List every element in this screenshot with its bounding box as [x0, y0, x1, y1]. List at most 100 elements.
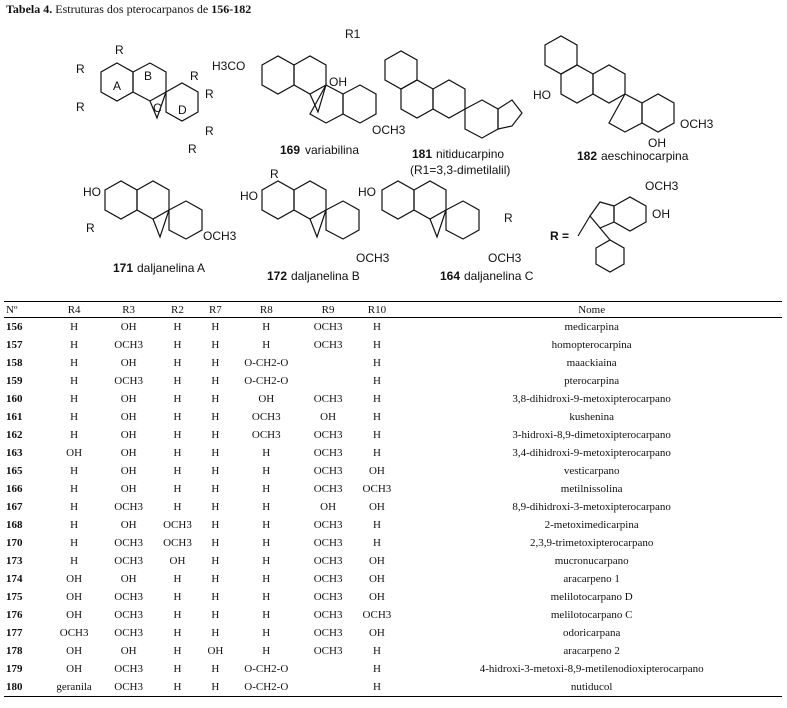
cell-r7: H	[211, 609, 220, 621]
cell-name: aracarpeno 2	[563, 645, 620, 657]
cell-name: 2,3,9-trimetoxipterocarpano	[529, 537, 654, 549]
cell-r3: OCH3	[114, 537, 144, 549]
cell-r4: OH	[66, 645, 83, 657]
cell-no: 160	[6, 393, 23, 405]
cell-r8: H	[262, 339, 271, 351]
cell-r8: H	[262, 555, 271, 567]
cell-r2: H	[173, 429, 182, 441]
cell-no: 167	[6, 501, 23, 513]
header-r9: R9	[303, 302, 353, 318]
cell-r2: H	[173, 339, 182, 351]
cell-r9: OCH3	[313, 555, 343, 567]
compound-164-number: 164	[440, 269, 460, 283]
cell-name: melilotocarpano C	[550, 609, 633, 621]
cell-no: 175	[6, 591, 23, 603]
cell-no: 170	[6, 537, 23, 549]
cell-r2: H	[153, 678, 202, 697]
cell-r3: OH	[120, 357, 137, 369]
sub-164-och3: OCH3	[488, 251, 522, 265]
cell-r9: OCH3	[313, 573, 343, 585]
cell-r8: H	[262, 645, 271, 657]
cell-r3: OCH3	[114, 591, 144, 603]
label-r2: R	[76, 100, 85, 114]
cell-r7: H	[201, 678, 229, 697]
cell-r9: OCH3	[313, 483, 343, 495]
cell-no: 173	[6, 555, 23, 567]
table-caption: Tabela 4. Estruturas dos pterocarpanos d…	[6, 2, 251, 17]
cell-r3: OH	[120, 321, 137, 333]
cell-r2: H	[173, 663, 182, 675]
cell-r2: H	[173, 645, 182, 657]
sub-171-r: R	[86, 221, 95, 235]
compound-169-name: variabilina	[305, 143, 359, 157]
cell-r3: OH	[120, 645, 137, 657]
cell-r10: OCH3	[362, 609, 392, 621]
cell-r8: OCH3	[251, 411, 281, 423]
cell-r9: OCH3	[313, 627, 343, 639]
sub-171-ho: HO	[83, 185, 101, 199]
cell-name: mucronucarpano	[554, 555, 629, 567]
cell-r7: H	[211, 663, 220, 675]
sub-164-ho: HO	[358, 185, 376, 199]
header-r8: R8	[228, 302, 304, 318]
cell-r9: OCH3	[313, 609, 343, 621]
cell-r2: H	[173, 573, 182, 585]
cell-r10: H	[372, 447, 381, 459]
cell-r2: H	[173, 501, 182, 513]
cell-r9	[303, 678, 353, 697]
cell-r7: H	[211, 519, 220, 531]
cell-r8: H	[262, 465, 271, 477]
cell-r10: H	[372, 357, 381, 369]
cell-r2: H	[173, 609, 182, 621]
ring-b: B	[144, 69, 152, 83]
compound-182-name: aeschinocarpina	[601, 149, 689, 163]
cell-r3: OH	[120, 573, 137, 585]
cell-no: 162	[6, 429, 23, 441]
cell-r3: OCH3	[114, 375, 144, 387]
cell-r2: H	[173, 627, 182, 639]
cell-name: 2-metoximedicarpina	[544, 519, 639, 531]
compound-171-name: daljanelina A	[137, 261, 205, 275]
cell-r4: H	[70, 411, 79, 423]
cell-no: 161	[6, 411, 23, 423]
skeleton-169	[261, 55, 377, 124]
cell-r7: H	[211, 573, 220, 585]
cell-r2: H	[173, 483, 182, 495]
cell-r10: H	[372, 519, 381, 531]
cell-name: homopterocarpina	[551, 339, 632, 351]
cell-r4: H	[70, 357, 79, 369]
cell-no: 176	[6, 609, 23, 621]
cell-r10: H	[372, 393, 381, 405]
cell-r10: H	[372, 411, 381, 423]
header-no: Nº	[4, 302, 44, 318]
compound-181-number: 181	[412, 147, 432, 161]
cell-r3: OH	[120, 465, 137, 477]
sub-172-r: R	[270, 167, 279, 181]
label-r10: R	[188, 142, 197, 156]
label-r4: R	[115, 43, 124, 57]
cell-r4: H	[70, 555, 79, 567]
cell-r10: OH	[368, 465, 385, 477]
cell-r8: H	[262, 321, 271, 333]
cell-no: 168	[6, 519, 23, 531]
cell-r10: H	[372, 321, 381, 333]
compound-181-name: nitiducarpino	[436, 147, 504, 161]
cell-r2: H	[173, 393, 182, 405]
cell-r4: H	[70, 429, 79, 441]
cell-r10: OH	[368, 627, 385, 639]
cell-r8: H	[262, 483, 271, 495]
cell-no: 174	[6, 573, 23, 585]
cell-r7: H	[211, 429, 220, 441]
